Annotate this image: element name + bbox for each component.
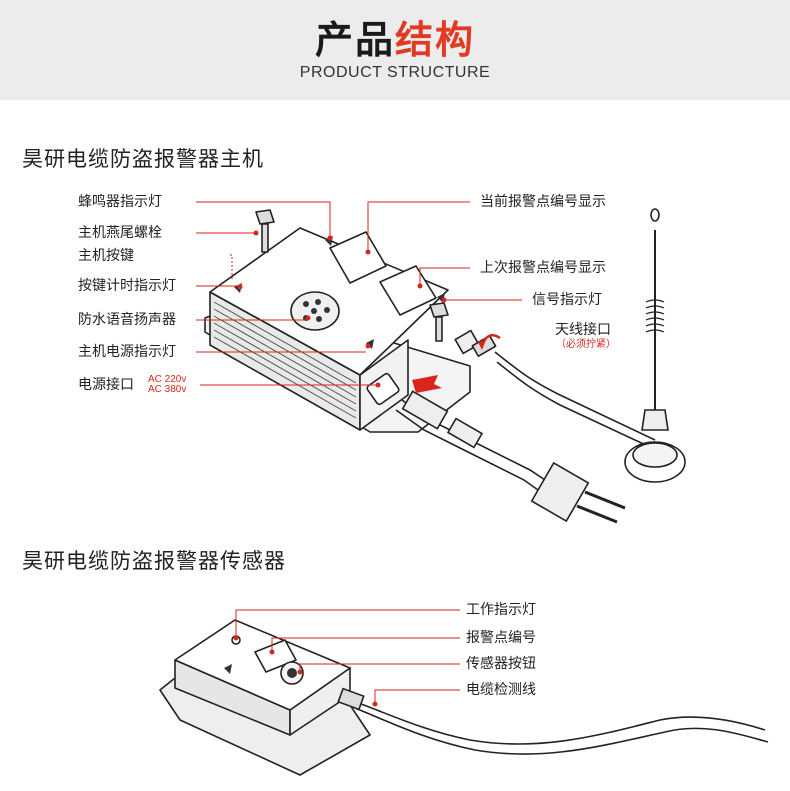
antenna-note: （必须拧紧） — [556, 339, 616, 350]
label-power-indicator: 主机电源指示灯 — [78, 344, 176, 360]
label-sensor-button: 传感器按钮 — [466, 656, 536, 672]
title-part-1: 产品 — [314, 18, 395, 62]
sensor-section-title: 昊研电缆防盗报警器传感器 — [22, 549, 286, 573]
host-left-pointers — [196, 201, 381, 388]
label-waterproof-speaker: 防水语音扬声器 — [78, 312, 176, 328]
label-alarm-point-number: 报警点编号 — [466, 630, 536, 646]
label-dovetail-bolt: 主机燕尾螺栓 — [78, 225, 162, 241]
host-right-pointers — [365, 201, 522, 393]
host-unit-drawing — [204, 209, 497, 433]
label-host-button: 主机按键 — [78, 248, 134, 264]
label-timer-indicator: 按键计时指示灯 — [78, 278, 176, 294]
label-work-indicator: 工作指示灯 — [466, 602, 536, 618]
sensor-unit-drawing — [159, 619, 371, 776]
label-signal-indicator: 信号指示灯 — [532, 292, 602, 308]
power-spec-380: AC 380v — [148, 384, 187, 395]
antenna-drawing — [494, 208, 686, 483]
label-current-alarm-display: 当前报警点编号显示 — [480, 194, 606, 210]
host-section-title: 昊研电缆防盗报警器主机 — [22, 147, 264, 171]
title-part-2: 结构 — [395, 18, 476, 62]
header-banner — [0, 0, 790, 100]
page-subtitle: PRODUCT STRUCTURE — [299, 64, 491, 81]
label-power-port: 电源接口 — [78, 377, 134, 393]
label-buzzer-indicator: 蜂鸣器指示灯 — [78, 194, 162, 210]
label-antenna-port: 天线接口 — [555, 322, 611, 338]
label-cable-detection-line: 电缆检测线 — [466, 682, 536, 698]
label-last-alarm-display: 上次报警点编号显示 — [480, 260, 606, 276]
power-spec-block: AC 220v AC 380v — [148, 375, 186, 395]
power-plug-drawing — [395, 390, 626, 524]
sensor-pointers — [233, 609, 460, 707]
sensor-cable-drawing — [337, 687, 769, 755]
power-spec-220: AC 220v — [148, 374, 187, 385]
page-title: 产品结构 — [0, 18, 790, 62]
